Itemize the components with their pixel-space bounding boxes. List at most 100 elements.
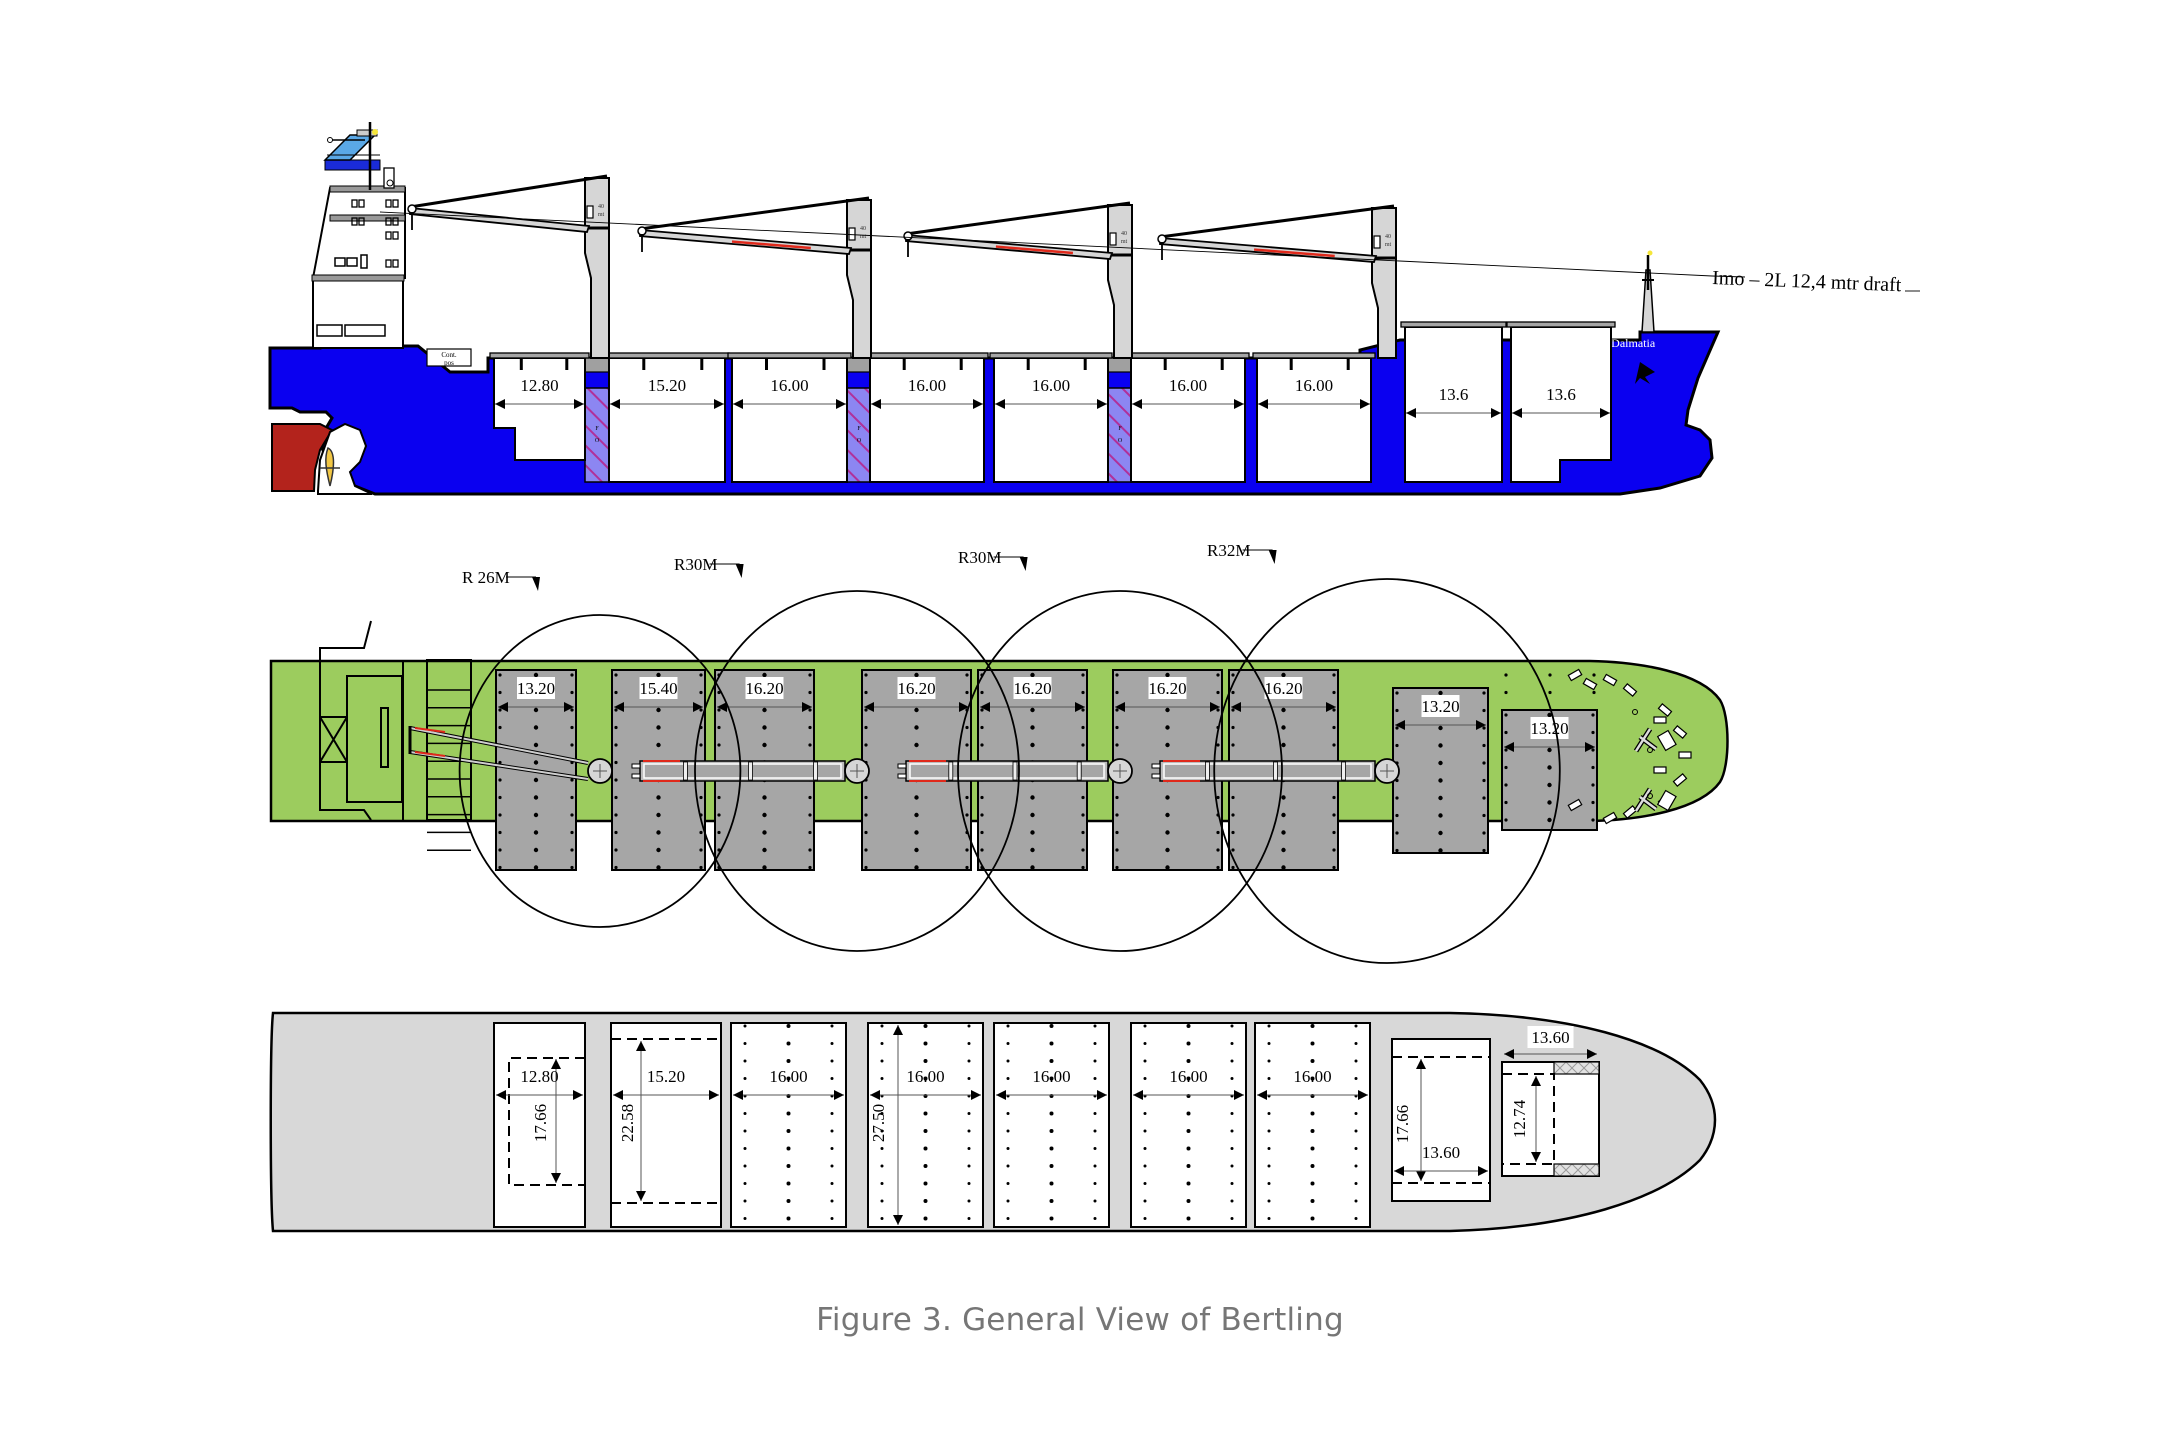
tank-top-point xyxy=(1310,1076,1315,1081)
arrow-head-right xyxy=(573,1090,583,1100)
tank-top-point xyxy=(1267,1164,1271,1168)
draft-label: Imo – 2L 12,4 mtr draft xyxy=(1712,267,1902,296)
crane-jib-inner xyxy=(909,763,1105,779)
jib-brace xyxy=(1273,761,1278,781)
tank-top-point xyxy=(1230,1024,1234,1028)
fuel-tank-label: F xyxy=(1118,426,1122,432)
lashing-point xyxy=(1281,830,1286,835)
lashing-point xyxy=(1504,748,1508,752)
crane-luffing-wire xyxy=(639,196,870,231)
jib-tip xyxy=(631,773,641,779)
fuel-oil-tank xyxy=(1107,387,1133,483)
arrow-head-right xyxy=(564,702,574,712)
hold-floor xyxy=(730,1022,847,1228)
arrow-head-right xyxy=(1097,399,1107,409)
fuel-oil-tank xyxy=(584,387,610,483)
hatch-width-arrow xyxy=(864,702,969,712)
mooring-fitting-icon xyxy=(1672,772,1688,788)
tank-top-point xyxy=(1267,1182,1271,1185)
tank-top-point xyxy=(1354,1147,1358,1150)
hatch-cover xyxy=(989,352,1113,359)
tank-top-point xyxy=(1143,1077,1147,1080)
lashing-point xyxy=(1504,730,1508,735)
arrow-head-right xyxy=(1360,399,1370,409)
tank-top-point xyxy=(967,1112,971,1115)
tank-top-point xyxy=(1093,1164,1097,1168)
tank-top-point xyxy=(830,1182,834,1185)
lashing-point xyxy=(1504,818,1508,822)
lashing-point xyxy=(914,865,919,870)
lashing-point xyxy=(1231,673,1235,677)
label-background xyxy=(517,677,555,699)
hatch-width-label: 13.20 xyxy=(517,679,555,698)
jib-highlight xyxy=(1253,248,1335,258)
tank-top-point xyxy=(1310,1199,1315,1203)
lashing-point xyxy=(1547,800,1552,805)
lashing-point xyxy=(614,708,618,712)
tank-top-point xyxy=(1267,1112,1271,1115)
lashing-point xyxy=(1231,725,1235,730)
hatch-width-label: 16.20 xyxy=(1264,679,1302,698)
hold-space xyxy=(1510,326,1612,483)
arrow-head-right xyxy=(1326,702,1336,712)
mooring-fitting-icon xyxy=(1567,668,1583,682)
lashing-point xyxy=(1547,817,1552,823)
tank-top-point xyxy=(1354,1024,1358,1028)
lashing-point xyxy=(1081,830,1085,835)
lashing-point xyxy=(1591,748,1595,752)
hatch-cover xyxy=(1400,321,1507,328)
tank-top-point xyxy=(880,1129,884,1133)
lashing-point xyxy=(1165,830,1170,835)
lashing-point xyxy=(1438,743,1443,748)
tank-top-point xyxy=(1310,1024,1315,1028)
foremast xyxy=(1641,250,1655,333)
tank-top-point xyxy=(743,1024,747,1028)
lashing-point xyxy=(1115,725,1119,730)
pedestal-center-mark xyxy=(850,764,864,778)
lashing-point xyxy=(717,830,721,835)
window xyxy=(392,231,399,240)
tank-top-hold-5: 16.00 xyxy=(993,1022,1110,1228)
jib-sheave xyxy=(1157,234,1167,244)
hold-width-label: 13.60 xyxy=(1422,1143,1460,1162)
windlass-icon xyxy=(1634,788,1657,812)
lashing-point xyxy=(614,725,618,730)
lashing-point xyxy=(914,725,919,730)
lashing-point xyxy=(1395,831,1399,835)
lashing-point xyxy=(1547,765,1552,770)
lashing-point xyxy=(1231,865,1235,870)
lashing-point xyxy=(717,813,721,817)
tank-top-point xyxy=(1354,1199,1358,1203)
tank-top-point xyxy=(1006,1147,1010,1150)
lashing-point xyxy=(965,690,969,695)
lashing-point xyxy=(762,812,767,818)
hold-length-label: 22.58 xyxy=(618,1104,637,1142)
arrow-head-right xyxy=(802,702,812,712)
lashing-point xyxy=(1281,742,1286,748)
rudder xyxy=(271,423,334,492)
arrow-head-up xyxy=(551,1059,561,1069)
tank-top-point xyxy=(1267,1042,1271,1045)
lashing-point xyxy=(1591,765,1595,770)
lashing-point xyxy=(1165,847,1170,853)
lashing-point xyxy=(498,865,502,870)
hold-width-label: 13.60 xyxy=(1531,1028,1569,1047)
hold-width-label: 16.00 xyxy=(1032,376,1070,395)
pedestal-center-mark xyxy=(1113,764,1127,778)
arrow-head-right xyxy=(836,399,846,409)
tank-top-point xyxy=(967,1024,971,1028)
lashing-point xyxy=(1482,813,1486,818)
hold-length-arrow xyxy=(636,1041,646,1201)
mooring-fitting-icon xyxy=(1672,724,1688,740)
lashing-point xyxy=(762,672,767,678)
hatch-width-arrow xyxy=(1115,702,1220,712)
tank-top-point xyxy=(1186,1111,1191,1116)
hold-width-arrow xyxy=(1504,1049,1597,1059)
tank-top-point xyxy=(1230,1059,1234,1063)
lashing-point xyxy=(699,848,703,852)
lashing-point xyxy=(762,742,767,748)
lashing-point xyxy=(1231,795,1235,800)
lashing-point xyxy=(1395,813,1399,818)
lashing-point xyxy=(808,795,812,800)
